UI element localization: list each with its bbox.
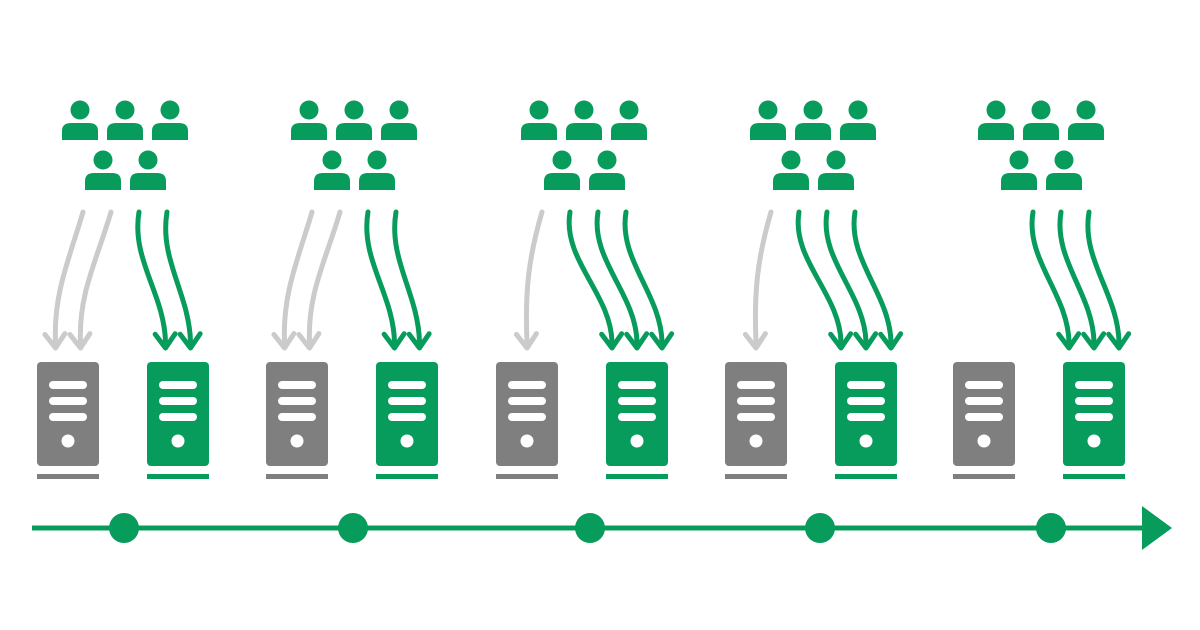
timeline-dot-icon bbox=[109, 513, 139, 543]
user-icon bbox=[359, 150, 395, 190]
old-server bbox=[496, 362, 558, 479]
new-server bbox=[1063, 362, 1125, 479]
stage-3 bbox=[496, 100, 675, 479]
new-server bbox=[376, 362, 438, 479]
user-icon bbox=[1068, 100, 1104, 140]
user-group bbox=[750, 100, 876, 190]
stage-2 bbox=[266, 100, 438, 479]
user-icon bbox=[1046, 150, 1082, 190]
old-server bbox=[953, 362, 1015, 479]
old-server bbox=[37, 362, 99, 479]
user-icon bbox=[544, 150, 580, 190]
user-icon bbox=[1001, 150, 1037, 190]
user-icon bbox=[381, 100, 417, 140]
arrow-to-new-server bbox=[364, 209, 407, 351]
arrow-to-old-server bbox=[271, 209, 315, 351]
stages-group bbox=[37, 100, 1132, 479]
user-group bbox=[978, 100, 1104, 190]
stage-5 bbox=[953, 100, 1132, 479]
user-group bbox=[62, 100, 188, 190]
arrow-to-new-server bbox=[566, 209, 625, 351]
arrow-to-old-server bbox=[742, 209, 774, 351]
user-icon bbox=[818, 150, 854, 190]
arrow-to-new-server bbox=[851, 209, 904, 351]
stage-4 bbox=[725, 100, 904, 479]
user-group bbox=[521, 100, 647, 190]
user-icon bbox=[152, 100, 188, 140]
traffic-arrows bbox=[742, 209, 904, 351]
user-icon bbox=[314, 150, 350, 190]
user-icon bbox=[1023, 100, 1059, 140]
old-server bbox=[266, 362, 328, 479]
timeline-dot-icon bbox=[1036, 513, 1066, 543]
user-icon bbox=[773, 150, 809, 190]
arrow-to-new-server bbox=[1085, 209, 1132, 351]
new-server bbox=[147, 362, 209, 479]
user-icon bbox=[85, 150, 121, 190]
arrow-to-new-server bbox=[135, 209, 178, 351]
user-icon bbox=[521, 100, 557, 140]
timeline-dot-icon bbox=[338, 513, 368, 543]
arrow-to-new-server bbox=[163, 209, 203, 351]
traffic-arrows bbox=[271, 209, 432, 351]
user-icon bbox=[62, 100, 98, 140]
user-icon bbox=[795, 100, 831, 140]
traffic-arrows bbox=[513, 209, 675, 351]
traffic-arrows bbox=[1029, 209, 1132, 351]
arrow-to-new-server bbox=[823, 209, 879, 351]
user-icon bbox=[978, 100, 1014, 140]
traffic-arrows bbox=[42, 209, 203, 351]
timeline-arrowhead-icon bbox=[1142, 506, 1172, 550]
arrow-to-old-server bbox=[67, 209, 114, 351]
user-icon bbox=[291, 100, 327, 140]
arrow-to-new-server bbox=[1029, 209, 1082, 351]
user-icon bbox=[130, 150, 166, 190]
arrow-to-new-server bbox=[392, 209, 432, 351]
arrow-to-old-server bbox=[513, 209, 545, 351]
user-icon bbox=[840, 100, 876, 140]
new-server bbox=[606, 362, 668, 479]
old-server bbox=[725, 362, 787, 479]
user-icon bbox=[107, 100, 143, 140]
arrow-to-old-server bbox=[296, 209, 343, 351]
arrow-to-new-server bbox=[1057, 209, 1107, 351]
user-icon bbox=[750, 100, 786, 140]
arrow-to-new-server bbox=[594, 209, 650, 351]
user-icon bbox=[566, 100, 602, 140]
user-icon bbox=[336, 100, 372, 140]
timeline bbox=[32, 506, 1172, 550]
new-server bbox=[835, 362, 897, 479]
timeline-dot-icon bbox=[805, 513, 835, 543]
arrow-to-new-server bbox=[795, 209, 854, 351]
user-icon bbox=[611, 100, 647, 140]
stage-1 bbox=[37, 100, 209, 479]
arrow-to-old-server bbox=[42, 209, 86, 351]
user-icon bbox=[589, 150, 625, 190]
timeline-dot-icon bbox=[575, 513, 605, 543]
arrow-to-new-server bbox=[622, 209, 675, 351]
user-group bbox=[291, 100, 417, 190]
